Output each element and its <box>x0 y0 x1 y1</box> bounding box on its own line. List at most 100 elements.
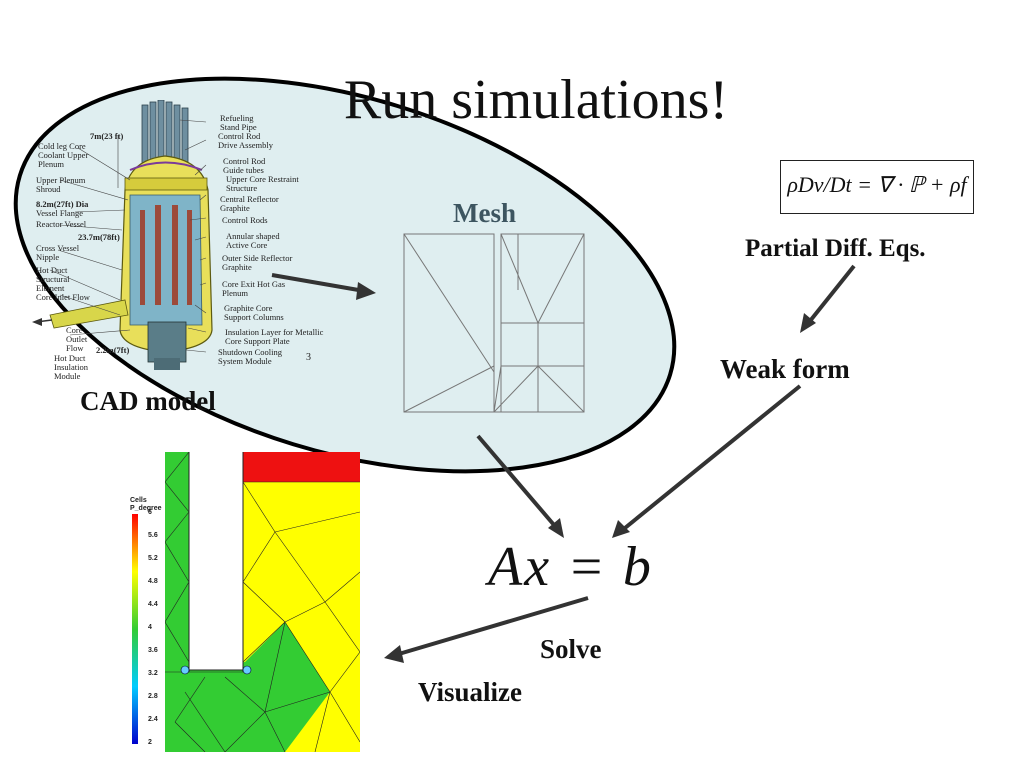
cad-right-labels-10: Insulation Layer for Metallic Core Suppo… <box>225 328 323 346</box>
cad-label: Guide tubes <box>223 165 264 175</box>
cad-label: Annular shaped <box>226 231 280 241</box>
cad-label: Coolant Upper <box>38 150 89 160</box>
cad-right-labels-4: Upper Core Restraint Structure <box>226 175 299 193</box>
cad-label: Reactor Vessel <box>36 219 87 229</box>
cad-label: Control Rod <box>223 156 266 166</box>
cad-right-labels-3: Control Rod Guide tubes <box>223 157 265 175</box>
pde-label: Partial Diff. Eqs. <box>745 235 926 262</box>
colorbar-ticks: 6 5.6 5.2 4.8 4.4 4 3.6 3.2 2.8 2.4 2 <box>140 509 170 749</box>
cad-left-labels-3: 8.2m(27ft) Dia Vessel Flange <box>36 200 88 218</box>
cad-label: Shutdown Cooling <box>218 347 282 357</box>
cad-page-number: 3 <box>306 352 311 363</box>
cad-right-labels-11: Shutdown Cooling System Module <box>218 348 282 366</box>
cad-right-labels-7: Outer Side Reflector Graphite <box>222 254 292 272</box>
cad-label: Shroud <box>36 184 61 194</box>
cad-label: Structural <box>36 274 70 284</box>
arrow-mesh-to-axb <box>476 434 562 534</box>
cad-label: Hot Duct <box>54 353 86 363</box>
cad-right-labels-6: Annular shaped Active Core <box>226 232 280 250</box>
colorbar-title-line: Cells <box>130 497 147 504</box>
dimension-label: 2.2m(7ft) <box>96 345 130 355</box>
colorbar-tick: 2 <box>148 739 152 746</box>
arrowhead <box>612 520 630 538</box>
cad-right-labels-9: Graphite Core Support Columns <box>224 304 284 322</box>
cad-label: Active Core <box>226 240 268 250</box>
colorbar-tick: 4.4 <box>148 601 158 608</box>
colorbar-tick: 4 <box>148 624 152 631</box>
cad-label: Stand Pipe <box>220 122 257 132</box>
cad-label: Element <box>36 283 65 293</box>
solve-label: Solve <box>540 634 602 664</box>
pde-equation: ρDv/Dt = ∇ · ℙ + ρf <box>787 172 967 197</box>
cad-label: Core Inlet Flow <box>36 292 90 302</box>
cad-model-label: CAD model <box>80 386 216 416</box>
cad-right-labels-2: Control Rod Drive Assembly <box>218 132 273 150</box>
weak-form-label: Weak form <box>720 354 850 384</box>
mesh-diagram <box>403 233 585 413</box>
cad-label: Outlet <box>66 334 88 344</box>
cad-label: Refueling <box>220 113 254 123</box>
visualize-label: Visualize <box>418 677 522 707</box>
mesh-label: Mesh <box>453 198 516 228</box>
cad-label: System Module <box>218 356 272 366</box>
colorbar-tick: 5.6 <box>148 532 158 539</box>
pde-equation-box <box>780 160 974 214</box>
colorbar-tick: 2.8 <box>148 693 158 700</box>
cad-label: Cold leg Core <box>38 141 86 151</box>
colorbar-tick: 3.2 <box>148 670 158 677</box>
arrowhead <box>384 645 404 663</box>
cad-label: Hot Duct <box>36 265 68 275</box>
cad-label: Control Rod <box>218 131 261 141</box>
arrow-cad-to-mesh <box>271 273 371 294</box>
cad-label: 8.2m(27ft) Dia <box>36 199 89 209</box>
arrow-weak-to-axb <box>618 384 802 534</box>
cad-label: Plenum <box>222 288 248 298</box>
visualization-plot <box>165 452 360 752</box>
cad-label: Core Support Plate <box>225 336 290 346</box>
cad-label: Support Columns <box>224 312 284 322</box>
cad-label: Outer Side Reflector <box>222 253 293 263</box>
arrow-pde-to-weak <box>804 264 856 328</box>
arrowhead <box>800 313 816 333</box>
cad-label: Central Reflector <box>220 194 279 204</box>
cad-label: Insulation <box>54 362 88 372</box>
linear-system-equation: Ax = b <box>488 536 653 598</box>
dimension-label: 23.7m(78ft) <box>78 232 120 242</box>
arrowhead <box>548 518 564 538</box>
cad-label: Cross Vessel <box>36 243 80 253</box>
cad-right-labels-8: Core Exit Hot Gas Plenum <box>222 280 285 298</box>
cad-label: Plenum <box>38 159 64 169</box>
cad-label: Upper Core Restraint <box>226 174 299 184</box>
cad-label: Graphite Core <box>224 303 273 313</box>
cad-right-labels-5: Central Reflector Graphite <box>220 195 279 213</box>
colorbar-tick: 2.4 <box>148 716 158 723</box>
dimension-label: 7m(23 ft) <box>90 131 124 141</box>
cad-label: Module <box>54 371 81 381</box>
cad-reactor-diagram <box>32 100 213 370</box>
slide-title: Run simulations! <box>343 69 729 131</box>
cad-label: Vessel Flange <box>36 208 83 218</box>
colorbar-title-line: P_degree <box>130 505 162 512</box>
cad-left-labels-6: Core Outlet Flow <box>66 326 87 353</box>
cad-left-labels: Cold leg Core Coolant Upper Plenum <box>38 142 88 169</box>
cad-label: Upper Plenum <box>36 175 86 185</box>
colorbar-tick: 3.6 <box>148 647 158 654</box>
cad-label: Drive Assembly <box>218 140 274 150</box>
colorbar-title: Cells P_degree <box>130 497 162 513</box>
arrowhead <box>356 282 376 300</box>
colorbar-tick: 4.8 <box>148 578 158 585</box>
cad-right-labels: Refueling Stand Pipe <box>220 114 257 132</box>
cad-left-labels-4: Cross Vessel Nipple <box>36 244 79 262</box>
cad-label: Core Exit Hot Gas <box>222 279 286 289</box>
cad-label: Control Rods <box>222 215 268 225</box>
cad-label: Graphite <box>220 203 250 213</box>
cad-label: Insulation Layer for Metallic <box>225 327 324 337</box>
colorbar-tick: 6 <box>148 509 152 516</box>
cad-label: Structure <box>226 183 258 193</box>
arrow-solve-to-viz <box>391 596 589 658</box>
cad-label: Graphite <box>222 262 252 272</box>
cad-left-labels-2: Upper Plenum Shroud <box>36 176 85 194</box>
colorbar-tick: 5.2 <box>148 555 158 562</box>
cad-left-labels-7: Hot Duct Insulation Module <box>54 354 88 381</box>
cad-label: Core <box>66 325 83 335</box>
